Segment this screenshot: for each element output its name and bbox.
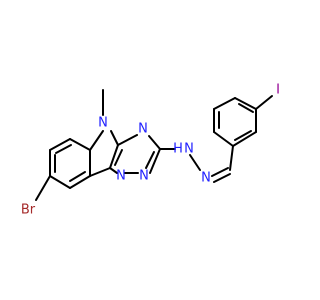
bond xyxy=(69,175,91,189)
bond xyxy=(109,167,118,174)
bond xyxy=(69,171,86,182)
bond xyxy=(49,175,71,189)
bond xyxy=(89,130,104,151)
atom-nitrogen-imine: N xyxy=(201,171,211,186)
bond xyxy=(49,138,71,151)
atom-nitrogen-triazine-bottom-left: N xyxy=(116,169,126,184)
molecule-structure: Br N N N N H N N I xyxy=(21,83,280,218)
atom-nitrogen-methyl: N xyxy=(98,116,108,131)
bond xyxy=(55,144,72,154)
bond xyxy=(114,149,123,166)
bond xyxy=(109,144,119,169)
bond xyxy=(234,130,252,141)
bond xyxy=(213,131,234,147)
bond xyxy=(232,131,257,147)
atom-nitrogen-triazine-bottom-right: N xyxy=(139,169,149,184)
bond xyxy=(234,97,257,110)
bond xyxy=(35,175,51,201)
atom-hydrogen-nh: H xyxy=(173,142,183,157)
atom-nitrogen-nh: N xyxy=(184,142,194,157)
bond xyxy=(110,130,119,146)
bond xyxy=(213,97,236,110)
bond xyxy=(189,154,201,171)
bond xyxy=(255,95,273,110)
bond-lines xyxy=(35,89,273,201)
atom-labels: Br N N N N H N N I xyxy=(21,83,280,218)
bond xyxy=(238,103,254,113)
bond xyxy=(117,134,138,146)
bond xyxy=(145,151,155,169)
atom-iodine: I xyxy=(276,83,280,98)
bond xyxy=(211,167,229,177)
atom-nitrogen-triazine-top: N xyxy=(138,122,148,137)
bond xyxy=(229,145,234,171)
bond xyxy=(149,148,161,174)
bond xyxy=(148,135,161,150)
atom-bromine: Br xyxy=(21,203,36,218)
bond xyxy=(89,167,111,177)
bond xyxy=(69,138,91,151)
bond xyxy=(213,173,231,183)
